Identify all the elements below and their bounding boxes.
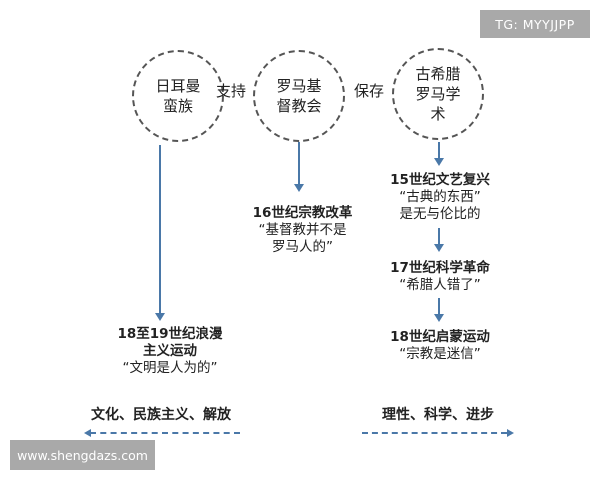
circle-text-line: 督教会 bbox=[276, 97, 322, 115]
watermark-text-top: TG: MYYJJPP bbox=[495, 16, 575, 32]
node-quote: 是无与伦比的 bbox=[399, 206, 481, 222]
circle-text-line: 蛮族 bbox=[162, 97, 193, 115]
node-quote: “希腊人错了” bbox=[399, 277, 481, 293]
dashed-arrow-left bbox=[90, 432, 240, 434]
node-title: 主义运动 bbox=[143, 343, 197, 359]
node-title: 16世纪宗教改革 bbox=[252, 205, 353, 221]
arrow-renaissance-to-scientific bbox=[438, 228, 440, 246]
arrowhead-down-icon bbox=[294, 184, 304, 192]
node-enlightenment: 18世纪启蒙运动 “宗教是迷信” bbox=[375, 329, 505, 363]
arrow-scientific-to-enlightenment bbox=[438, 298, 440, 316]
arrowhead-down-icon bbox=[434, 314, 444, 322]
circle-greco-roman-learning: 古希腊 罗马学 术 bbox=[392, 48, 484, 140]
dashed-arrow-right bbox=[362, 432, 507, 434]
circle-text-line: 日耳曼 bbox=[155, 77, 201, 95]
connector-support: 支持 bbox=[216, 82, 247, 100]
node-quote: “古典的东西” bbox=[399, 189, 481, 205]
node-quote: “基督教并不是 bbox=[258, 222, 347, 238]
arrowhead-down-icon bbox=[434, 244, 444, 252]
watermark-badge-bottom: www.shengdazs.com bbox=[10, 440, 155, 470]
node-title: 17世纪科学革命 bbox=[390, 260, 490, 276]
node-title: 18至19世纪浪漫 bbox=[117, 326, 223, 342]
node-title: 15世纪文艺复兴 bbox=[390, 172, 490, 188]
circle-text-line: 术 bbox=[430, 105, 446, 123]
node-renaissance: 15世纪文艺复兴 “古典的东西” 是无与伦比的 bbox=[375, 172, 505, 223]
label-reason-science-progress: 理性、科学、进步 bbox=[382, 407, 494, 423]
connector-preserve: 保存 bbox=[354, 82, 385, 100]
circle-text-line: 罗马学 bbox=[415, 85, 461, 103]
arrow-germanic-to-romanticism bbox=[159, 145, 161, 315]
circle-germanic-tribes: 日耳曼 蛮族 bbox=[132, 50, 224, 142]
watermark-text-bottom: www.shengdazs.com bbox=[17, 447, 148, 463]
watermark-badge-top: TG: MYYJJPP bbox=[480, 10, 590, 38]
circle-text-line: 罗马基 bbox=[276, 77, 322, 95]
arrow-learning-to-renaissance bbox=[438, 142, 440, 160]
node-reformation: 16世纪宗教改革 “基督教并不是 罗马人的” bbox=[240, 205, 365, 256]
arrow-church-to-reformation bbox=[298, 142, 300, 186]
node-scientific-revolution: 17世纪科学革命 “希腊人错了” bbox=[375, 260, 505, 294]
circle-roman-church: 罗马基 督教会 bbox=[253, 50, 345, 142]
node-quote: “宗教是迷信” bbox=[399, 346, 481, 362]
node-quote: “文明是人为的” bbox=[122, 360, 218, 376]
node-title: 18世纪启蒙运动 bbox=[390, 329, 490, 345]
arrowhead-down-icon bbox=[155, 313, 165, 321]
circle-text-line: 古希腊 bbox=[415, 65, 461, 83]
arrowhead-down-icon bbox=[434, 158, 444, 166]
arrowhead-left-icon bbox=[84, 429, 91, 437]
node-quote: 罗马人的” bbox=[272, 239, 333, 255]
label-culture-nationalism-liberation: 文化、民族主义、解放 bbox=[91, 407, 231, 423]
node-romanticism: 18至19世纪浪漫 主义运动 “文明是人为的” bbox=[95, 326, 245, 377]
arrowhead-right-icon bbox=[507, 429, 514, 437]
